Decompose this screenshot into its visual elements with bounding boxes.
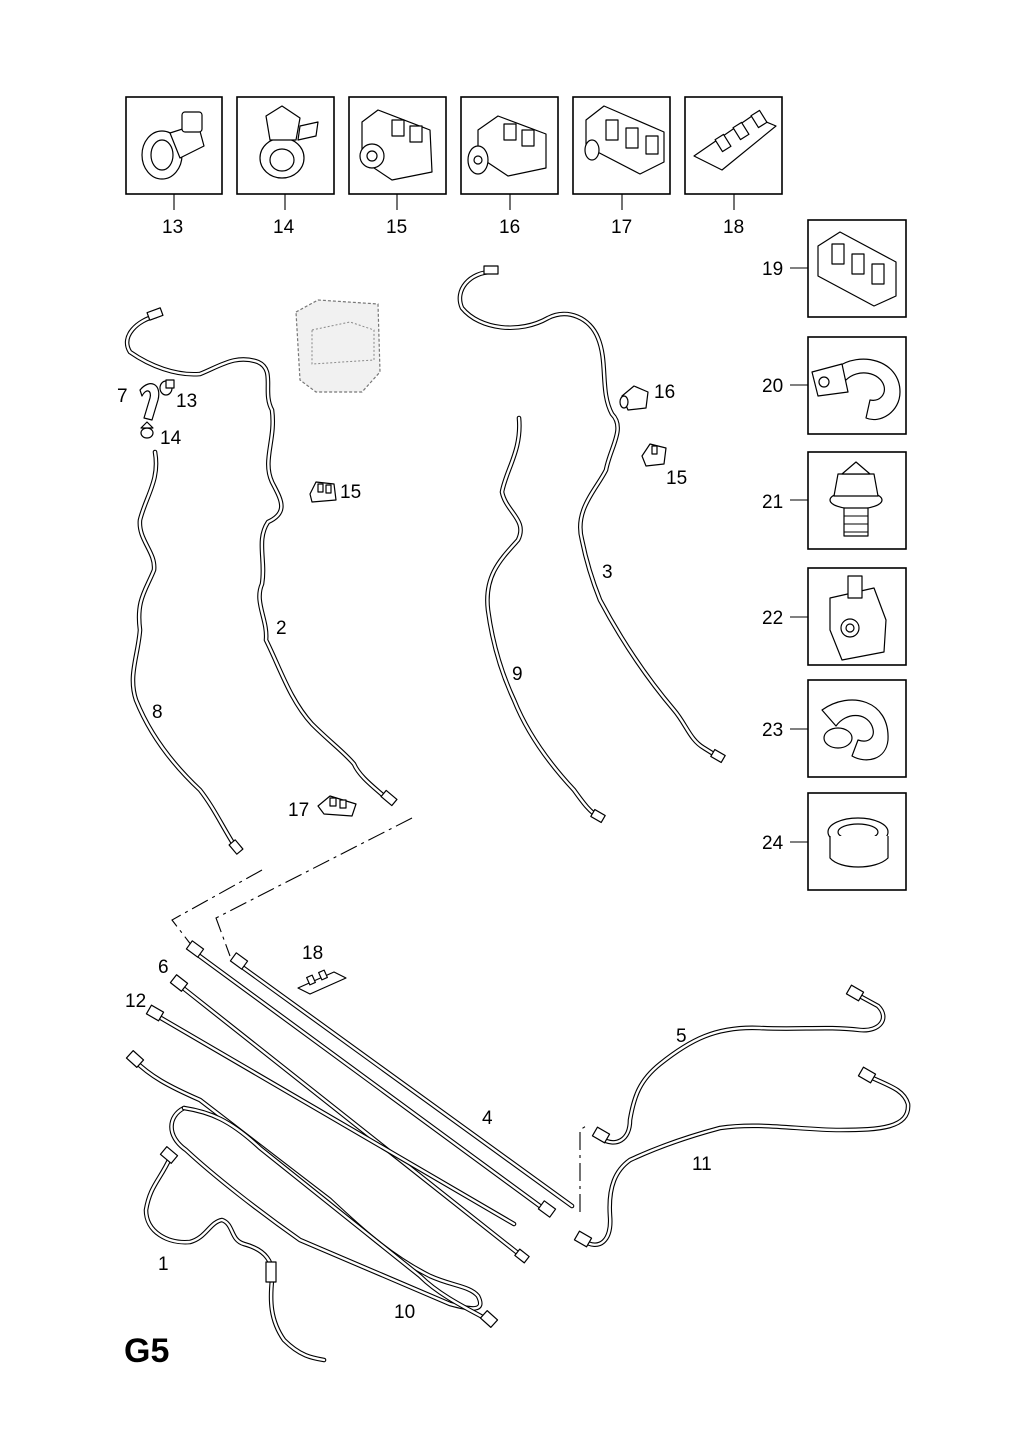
side-part-22-label: 22 bbox=[762, 608, 783, 629]
callout-17: 17 bbox=[288, 800, 309, 821]
clamp-14[interactable] bbox=[140, 421, 154, 439]
callout-1: 1 bbox=[158, 1254, 169, 1275]
callout-13: 13 bbox=[176, 391, 197, 412]
thumbnail-14-label: 14 bbox=[273, 217, 295, 238]
thumbnail-17-label: 17 bbox=[611, 217, 632, 238]
clamp-13[interactable] bbox=[159, 379, 175, 396]
thumbnail-13-label: 13 bbox=[162, 217, 183, 238]
side-part-21[interactable] bbox=[790, 451, 907, 550]
thumbnail-18-label: 18 bbox=[723, 217, 744, 238]
thumbnail-17[interactable] bbox=[572, 96, 671, 210]
side-part-22[interactable] bbox=[790, 567, 907, 666]
callout-5: 5 bbox=[676, 1026, 687, 1047]
callout-7: 7 bbox=[117, 386, 128, 407]
side-part-24[interactable] bbox=[790, 792, 907, 891]
callout-8: 8 bbox=[152, 702, 163, 723]
connector-lines bbox=[171, 817, 587, 1212]
callout-15-left: 15 bbox=[340, 482, 361, 503]
callout-14: 14 bbox=[160, 428, 182, 449]
side-part-23-label: 23 bbox=[762, 720, 783, 741]
callout-4: 4 bbox=[482, 1108, 493, 1129]
thumbnail-13[interactable] bbox=[125, 96, 223, 210]
thumbnail-18[interactable] bbox=[684, 96, 783, 210]
side-part-20-label: 20 bbox=[762, 376, 783, 397]
pipe-6[interactable] bbox=[169, 974, 530, 1264]
side-part-24-label: 24 bbox=[762, 833, 784, 854]
thumbnail-15-label: 15 bbox=[386, 217, 407, 238]
pipe-4[interactable] bbox=[185, 940, 575, 1218]
side-part-19[interactable] bbox=[790, 219, 907, 318]
callout-12: 12 bbox=[125, 991, 146, 1012]
pipe-5[interactable] bbox=[591, 984, 886, 1145]
callout-18: 18 bbox=[302, 943, 323, 964]
callout-10: 10 bbox=[394, 1302, 415, 1323]
callout-3: 3 bbox=[602, 562, 613, 583]
side-part-20[interactable] bbox=[790, 336, 907, 435]
callout-15-right: 15 bbox=[666, 468, 687, 489]
clip-17[interactable] bbox=[317, 795, 357, 817]
callout-6: 6 bbox=[158, 957, 169, 978]
callout-16: 16 bbox=[654, 382, 675, 403]
pipe-12[interactable] bbox=[145, 1004, 517, 1227]
pipe-1[interactable] bbox=[143, 1146, 327, 1363]
pipe-11[interactable] bbox=[573, 1066, 911, 1248]
page-code: G5 bbox=[124, 1332, 169, 1370]
callout-9: 9 bbox=[512, 664, 523, 685]
fuel-tank-outline bbox=[295, 299, 381, 393]
pipe-9[interactable] bbox=[485, 415, 606, 824]
thumbnail-14[interactable] bbox=[236, 96, 335, 210]
pipe-10[interactable] bbox=[125, 1050, 499, 1328]
side-part-23[interactable] bbox=[790, 679, 907, 778]
hose-7[interactable] bbox=[139, 383, 160, 421]
side-part-19-label: 19 bbox=[762, 259, 783, 280]
clip-18[interactable] bbox=[297, 969, 347, 995]
thumbnail-16[interactable] bbox=[460, 96, 559, 210]
callout-11: 11 bbox=[692, 1154, 712, 1175]
thumbnail-15[interactable] bbox=[348, 96, 447, 210]
thumbnail-16-label: 16 bbox=[499, 217, 520, 238]
pipe-3[interactable] bbox=[457, 265, 726, 764]
clip-15-left[interactable] bbox=[309, 481, 337, 503]
clip-16[interactable] bbox=[619, 385, 649, 411]
pipe-8[interactable] bbox=[130, 449, 244, 855]
clip-15-right[interactable] bbox=[641, 443, 667, 467]
side-part-21-label: 21 bbox=[762, 492, 783, 513]
callout-2: 2 bbox=[276, 618, 287, 639]
pipe-2[interactable] bbox=[125, 307, 398, 807]
